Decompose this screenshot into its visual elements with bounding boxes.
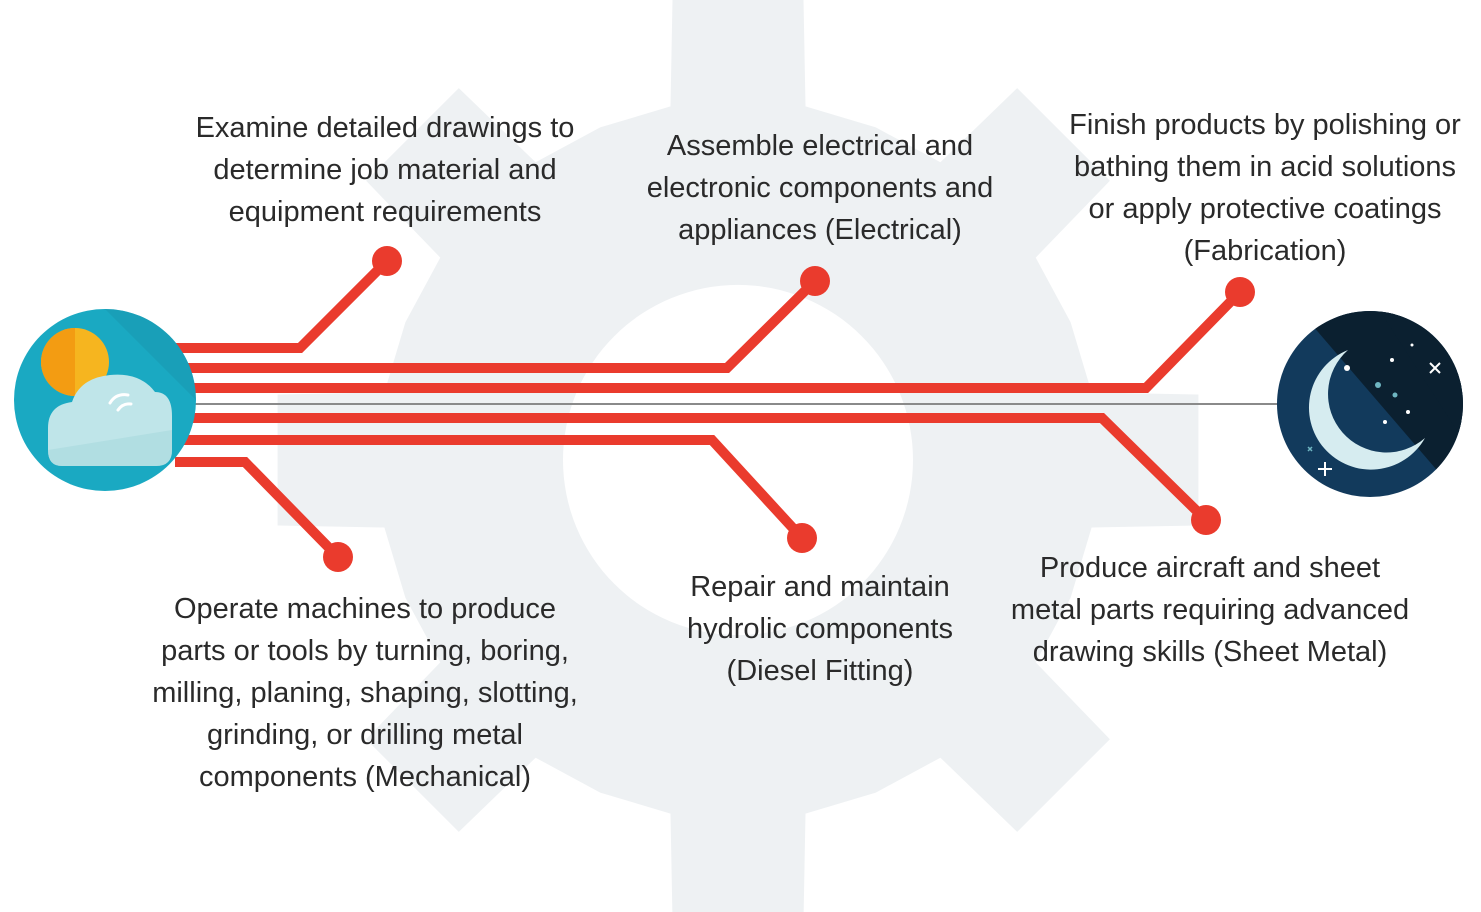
step-label-sheet-metal: Produce aircraft and sheet metal parts r… xyxy=(1010,552,1410,668)
step-label-fabrication: Finish products by polishing or bathing … xyxy=(1069,109,1461,267)
branch-line-electrical xyxy=(175,277,819,373)
branch-dot-examine-drawings xyxy=(372,246,402,276)
branch-line-examine-drawings xyxy=(175,257,391,353)
branch-line-fabrication xyxy=(175,288,1244,393)
night-moon-stars-icon xyxy=(1277,311,1463,497)
day-cloud-sun-icon xyxy=(14,309,196,491)
step-label-mechanical: Operate machines to produce parts or too… xyxy=(152,593,578,793)
branch-dot-fabrication xyxy=(1225,277,1255,307)
branch-lines xyxy=(175,246,1255,572)
branch-line-mechanical xyxy=(175,457,342,561)
step-label-electrical: Assemble electrical and electronic compo… xyxy=(646,130,994,246)
branch-line-diesel-fitting xyxy=(175,435,806,542)
step-label-diesel-fitting: Repair and maintain hydrolic components … xyxy=(687,571,953,687)
branch-dot-mechanical xyxy=(323,542,353,572)
branch-line-sheet-metal xyxy=(175,413,1210,524)
branch-dot-sheet-metal xyxy=(1191,505,1221,535)
gear-icon xyxy=(277,0,1199,912)
branch-dot-diesel-fitting xyxy=(787,523,817,553)
step-label-examine-drawings: Examine detailed drawings to determine j… xyxy=(195,112,575,228)
branch-dot-electrical xyxy=(800,266,830,296)
